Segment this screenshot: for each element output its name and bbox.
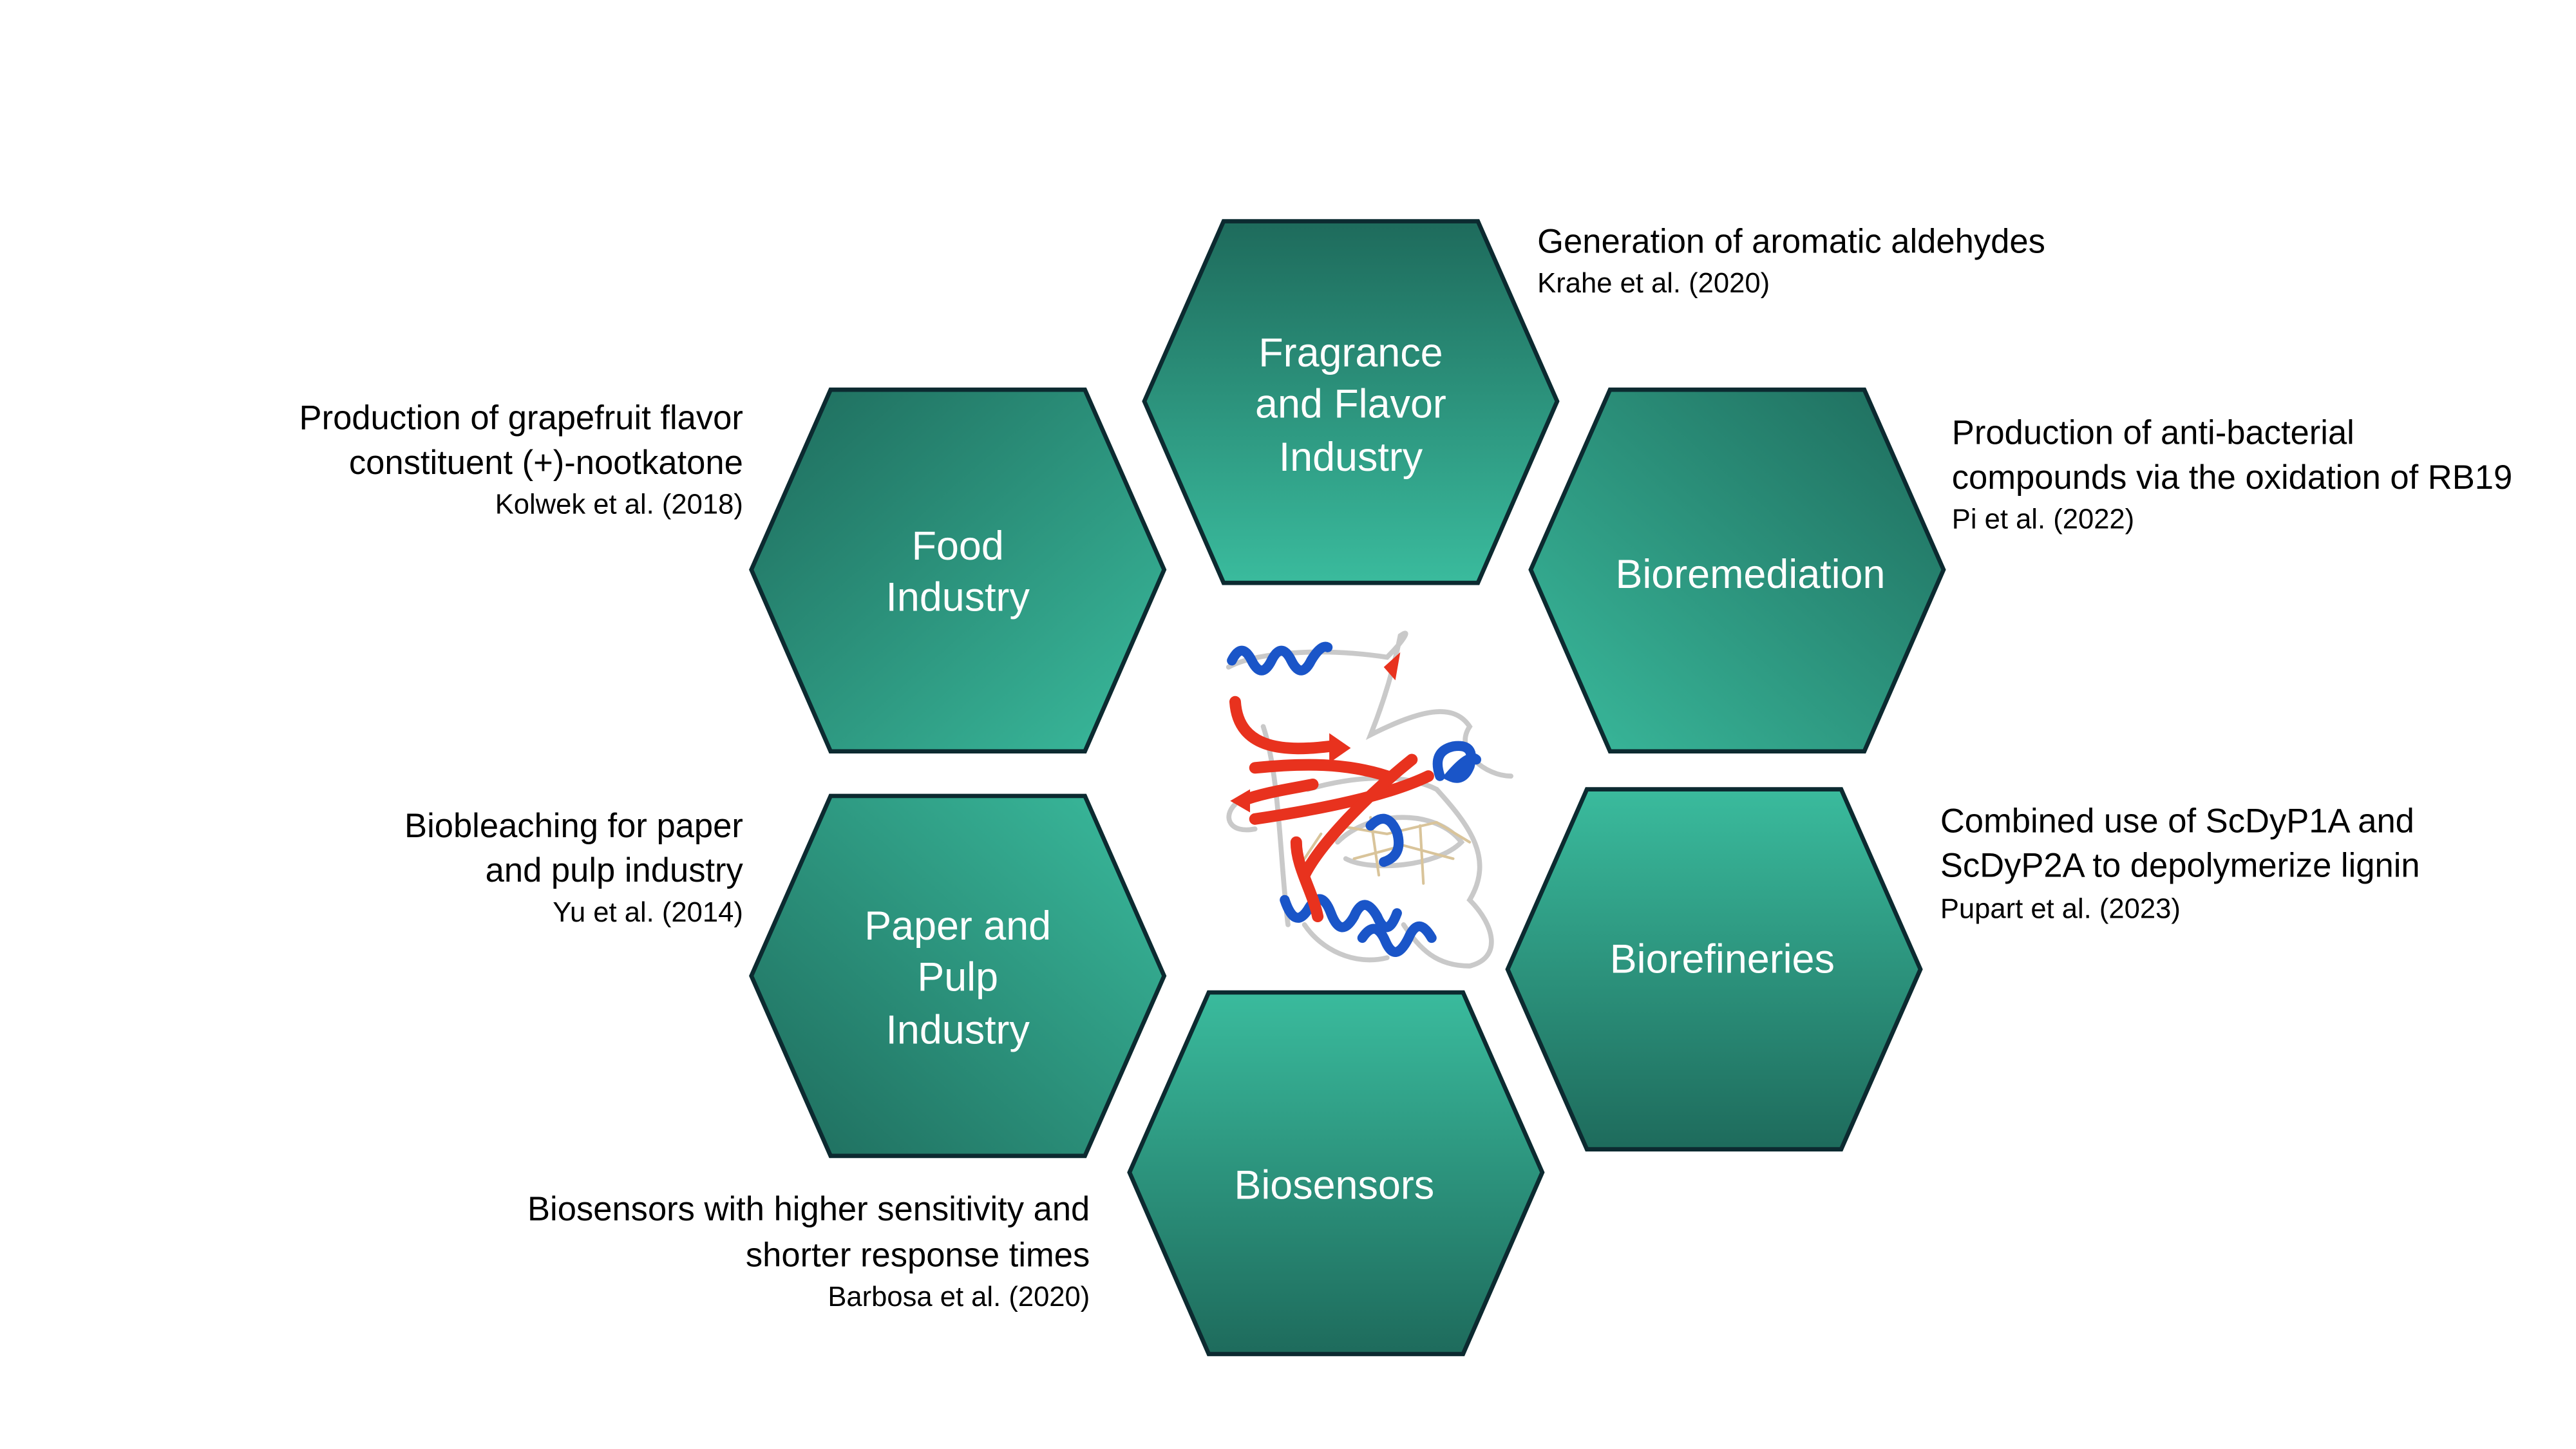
citation: Pupart et al. (2023) — [1940, 894, 2181, 925]
hexagon-fragrance-flavor: Fragrance and Flavor Industry — [1142, 219, 1560, 585]
hexagon-label: Pulp — [917, 954, 998, 999]
annotation-text: Biosensors with higher sensitivity and — [527, 1190, 1090, 1228]
protein-helix — [1227, 641, 1481, 957]
protein-beta-arrowheads — [1230, 652, 1401, 813]
annotation-text: Biobleaching for paper — [404, 807, 743, 845]
annotation-text: shorter response times — [746, 1236, 1090, 1274]
protein-structure-image — [1226, 630, 1513, 969]
hexagon-biosensors: Biosensors — [1127, 990, 1545, 1356]
citation: Krahe et al. (2020) — [1537, 268, 1770, 299]
hexagon-label: Biosensors — [1234, 1163, 1434, 1208]
hexagon-bioremediation: Bioremediation — [1528, 387, 1946, 754]
annotation-text: and pulp industry — [486, 851, 744, 889]
annotation-text: ScDyP2A to depolymerize lignin — [1940, 847, 2420, 885]
hexagon-biorefineries: Biorefineries — [1505, 787, 1923, 1151]
annotation-text: Production of anti-bacterial — [1952, 414, 2354, 452]
citation: Kolwek et al. (2018) — [495, 489, 743, 520]
hexagon-label: and Flavor — [1255, 382, 1446, 427]
protein-beta-strand — [1229, 696, 1434, 923]
hexagon-label: Industry — [1279, 435, 1423, 480]
hexagon-label: Bioremediation — [1615, 552, 1885, 597]
annotation-text: constituent (+)-nootkatone — [349, 444, 743, 482]
citation: Barbosa et al. (2020) — [828, 1282, 1090, 1312]
hexagon-label: Fragrance — [1258, 330, 1443, 375]
hexagon-paper-pulp: Paper and Pulp Industry — [749, 793, 1167, 1159]
annotation-text: compounds via the oxidation of RB19 — [1952, 459, 2513, 497]
hexagon-food-industry: Food Industry — [749, 387, 1167, 754]
citation: Yu et al. (2014) — [553, 897, 743, 928]
hexagon-label: Biorefineries — [1610, 936, 1835, 981]
hexagon-label: Industry — [886, 1008, 1030, 1053]
annotation-text: Combined use of ScDyP1A and — [1940, 802, 2414, 840]
hexagon-label: Industry — [886, 575, 1030, 620]
hexagon-label: Food — [912, 524, 1004, 569]
hexagon-label: Paper and — [864, 904, 1051, 949]
annotation-text: Production of grapefruit flavor — [299, 399, 743, 437]
heme-ligand — [1303, 816, 1472, 885]
annotation-text: Generation of aromatic aldehydes — [1537, 222, 2045, 260]
citation: Pi et al. (2022) — [1952, 504, 2134, 535]
